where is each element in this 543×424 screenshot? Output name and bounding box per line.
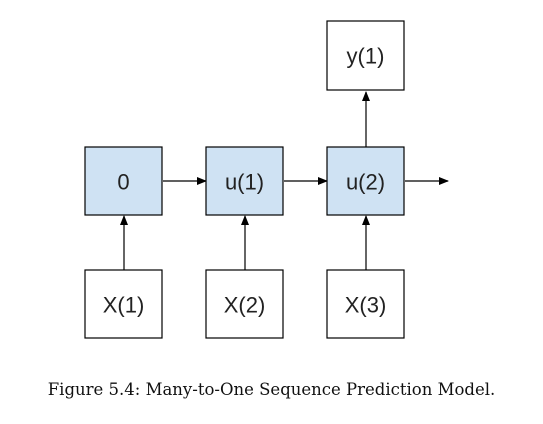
node-x1: X(1) xyxy=(84,269,163,339)
node-u1-box xyxy=(205,146,284,216)
node-u2-box xyxy=(326,146,405,216)
node-u2-label: u(2) xyxy=(346,170,385,195)
node-y1-box xyxy=(326,20,405,91)
node-u1: u(1) xyxy=(205,146,284,216)
node-x2-box xyxy=(205,269,284,339)
node-x3-box xyxy=(326,269,405,339)
node-x1-box xyxy=(84,269,163,339)
node-x2: X(2) xyxy=(205,269,284,339)
node-y1-label: y(1) xyxy=(347,44,385,69)
node-u1-label: u(1) xyxy=(225,170,264,195)
node-h0-label: 0 xyxy=(117,170,129,195)
node-h0: 0 xyxy=(84,146,163,216)
node-h0-box xyxy=(84,146,163,216)
node-x3: X(3) xyxy=(326,269,405,339)
node-x1-label: X(1) xyxy=(103,293,145,318)
node-y1: y(1) xyxy=(326,20,405,91)
node-u2: u(2) xyxy=(326,146,405,216)
node-x2-label: X(2) xyxy=(224,293,266,318)
node-x3-label: X(3) xyxy=(345,293,387,318)
figure-caption: Figure 5.4: Many-to-One Sequence Predict… xyxy=(47,380,496,399)
diagram-edges xyxy=(120,91,449,270)
